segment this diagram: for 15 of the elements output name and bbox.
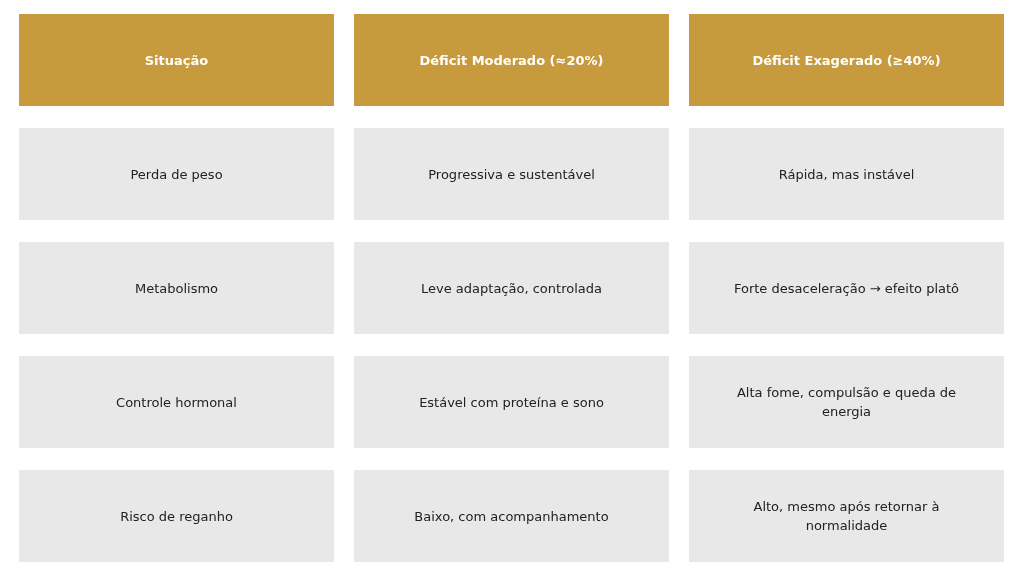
table-cell: Leve adaptação, controlada <box>354 242 669 334</box>
table-cell: Alto, mesmo após retornar à normalidade <box>689 470 1004 562</box>
table-cell: Rápida, mas instável <box>689 128 1004 220</box>
table-cell: Metabolismo <box>19 242 334 334</box>
table-cell: Risco de reganho <box>19 470 334 562</box>
table-cell: Controle hormonal <box>19 356 334 448</box>
header-cell: Déficit Exagerado (≥40%) <box>689 14 1004 106</box>
header-cell: Déficit Moderado (≈20%) <box>354 14 669 106</box>
table-cell: Estável com proteína e sono <box>354 356 669 448</box>
header-cell: Situação <box>19 14 334 106</box>
table-cell: Perda de peso <box>19 128 334 220</box>
table-cell: Alta fome, compulsão e queda de energia <box>689 356 1004 448</box>
table-cell: Progressiva e sustentável <box>354 128 669 220</box>
table-cell: Forte desaceleração → efeito platô <box>689 242 1004 334</box>
table-cell: Baixo, com acompanhamento <box>354 470 669 562</box>
